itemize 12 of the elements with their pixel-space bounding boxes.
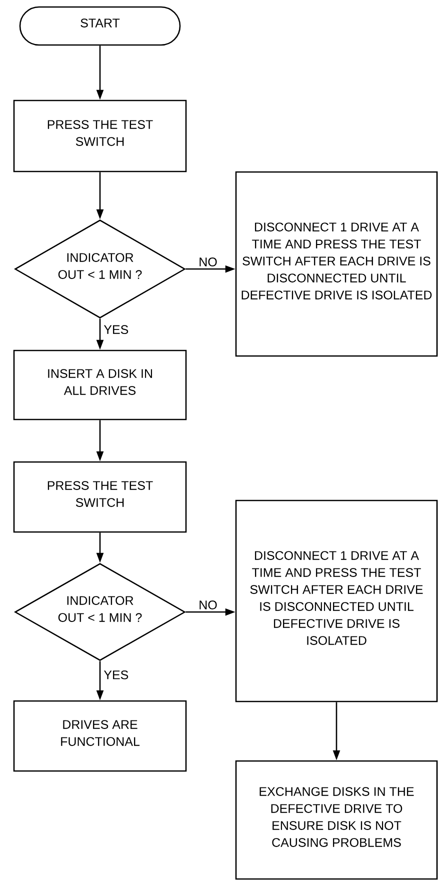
edge-label: YES xyxy=(102,669,130,680)
process-box: EXCHANGE DISKS IN THE DEFECTIVE DRIVE TO ENSURE DISK IS NOT CAUSING PROBLEMS xyxy=(235,760,438,880)
process-box: DISCONNECT 1 DRIVE AT A TIME AND PRESS THE TEST SWITCH AFTER EACH DRIVE IS DISCONNECTED UNTIL DEFECTIVE DRIVE IS ISOLATED xyxy=(235,500,438,702)
edge-label: NO xyxy=(198,600,218,610)
edge-label: NO xyxy=(198,256,218,268)
process-box: DRIVES ARE FUNCTIONAL xyxy=(13,700,187,772)
edge-label: YES xyxy=(102,324,130,335)
process-box: DISCONNECT 1 DRIVE AT A TIME AND PRESS THE TEST SWITCH AFTER EACH DRIVE IS DISCONNECTED UNTIL DEFECTIVE DRIVE IS ISOLATED xyxy=(235,171,438,357)
process-box: PRESS THE TEST SWITCH xyxy=(13,461,187,533)
terminal-box: START xyxy=(19,6,181,46)
process-box: INSERT A DISK IN ALL DRIVES xyxy=(13,350,187,420)
process-box: PRESS THE TEST SWITCH xyxy=(13,100,187,172)
